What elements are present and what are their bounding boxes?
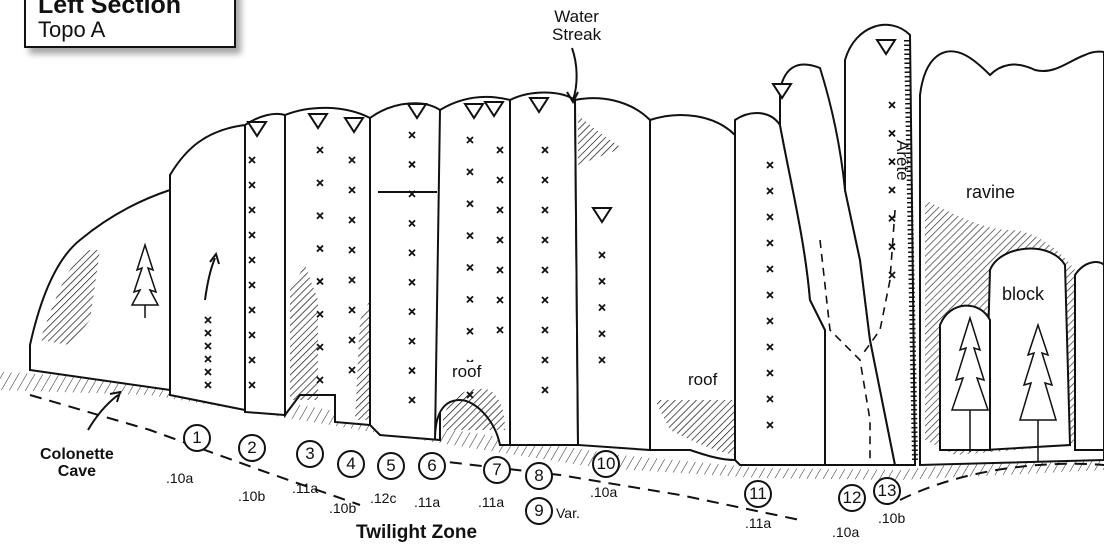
- ravine-label: ravine: [964, 182, 1017, 203]
- route-number-1: 1: [183, 424, 211, 452]
- pillar-4: [370, 103, 440, 440]
- title-main: Left Section: [38, 0, 234, 18]
- pillar-1: [170, 125, 245, 410]
- route-number-7: 7: [483, 456, 511, 484]
- route-number-8: 8: [525, 462, 553, 490]
- arete-label: Arête: [892, 140, 912, 181]
- route-grade-9: Var.: [556, 505, 580, 521]
- water-streak-arrow: [572, 48, 577, 100]
- route-number-2: 2: [238, 434, 266, 462]
- route-number-4: 4: [337, 450, 365, 478]
- route-number-12: 12: [838, 484, 866, 512]
- route-number-9: 9: [525, 497, 553, 525]
- route-grade-10: .10a: [590, 484, 617, 500]
- route-grade-2: .10b: [238, 488, 265, 504]
- route-grade-1: .10a: [166, 470, 193, 486]
- route-grade-6: .11a: [414, 494, 440, 510]
- route-grade-3: .11a: [292, 480, 318, 496]
- route-number-13: 13: [873, 477, 901, 505]
- route-grade-12: .10a: [832, 524, 859, 540]
- roof-right-label: roof: [688, 370, 717, 390]
- route-grade-5: .12c: [370, 490, 396, 506]
- title-sub: Topo A: [38, 18, 234, 42]
- block-label: block: [1002, 284, 1044, 305]
- title-box: Left Section Topo A: [24, 0, 236, 48]
- route-grade-11: .11a: [745, 515, 771, 531]
- route-grade-7: .11a: [478, 494, 504, 510]
- route-grade-4: .10b: [329, 500, 356, 516]
- route-grade-13: .10b: [878, 510, 905, 526]
- twilight-zone-label: Twilight Zone: [356, 522, 477, 544]
- route-number-5: 5: [377, 452, 405, 480]
- route-number-11: 11: [744, 480, 772, 508]
- roof-left-label: roof: [452, 362, 481, 382]
- route-number-3: 3: [296, 440, 324, 468]
- water-streak-label: Water Streak: [552, 8, 601, 44]
- colonette-cave-label: Colonette Cave: [40, 446, 114, 480]
- route-number-6: 6: [418, 452, 446, 480]
- route-number-10: 10: [592, 450, 620, 478]
